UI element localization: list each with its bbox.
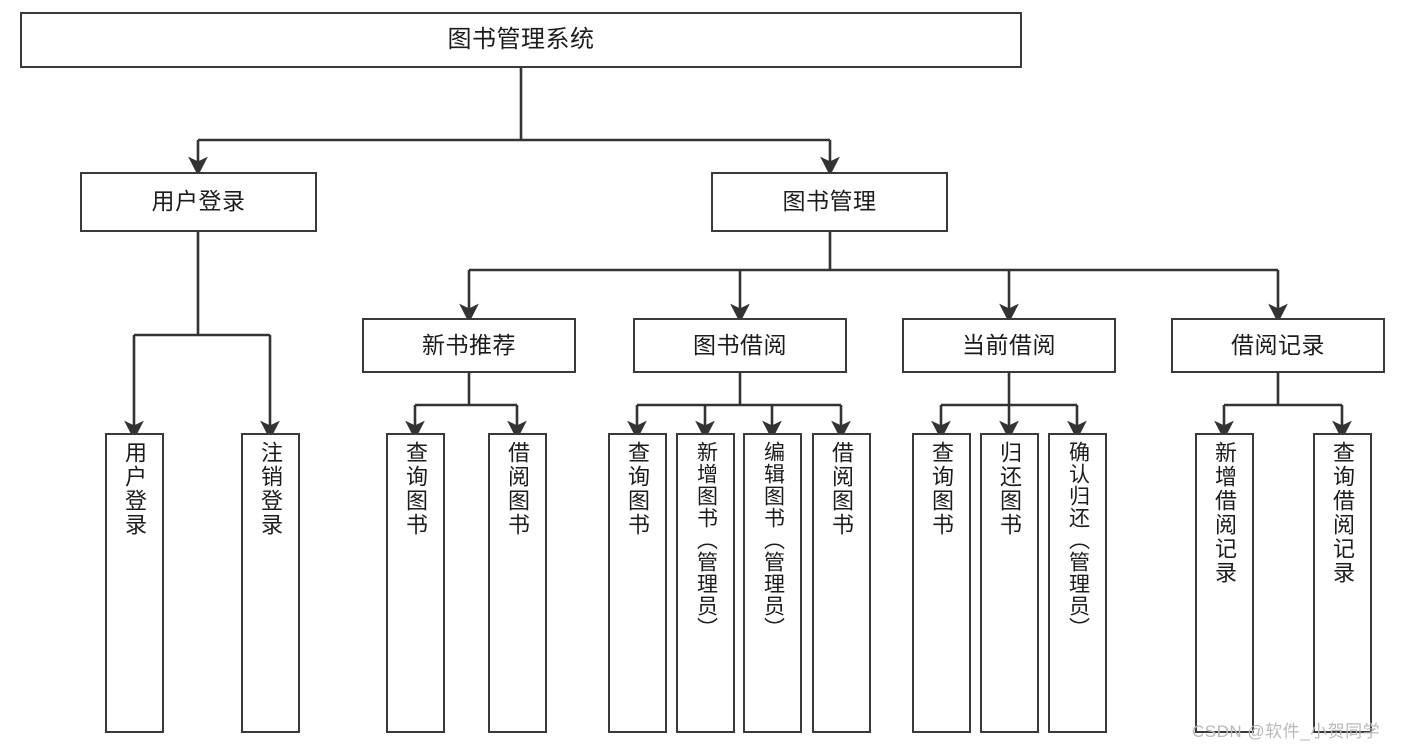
- node-label: 查询图书: [625, 441, 651, 537]
- leaf-current-return-book[interactable]: 归还图书: [980, 433, 1039, 733]
- node-book-management[interactable]: 图书管理: [711, 172, 948, 232]
- leaf-current-query-book[interactable]: 查询图书: [912, 433, 971, 733]
- node-label: 新增借阅记录: [1212, 441, 1238, 585]
- leaf-borrow-query-book[interactable]: 查询图书: [608, 433, 667, 733]
- leaf-records-add[interactable]: 新增借阅记录: [1195, 433, 1254, 733]
- node-label: 查询借阅记录: [1330, 441, 1356, 585]
- watermark: CSDN @软件_小贺同学: [1192, 722, 1381, 741]
- node-label: 编辑图书（管理员）: [761, 441, 785, 639]
- leaf-new-book-query[interactable]: 查询图书: [386, 433, 445, 733]
- node-label: 图书管理系统: [447, 25, 595, 53]
- node-borrow-records[interactable]: 借阅记录: [1171, 318, 1385, 373]
- node-label: 查询图书: [403, 441, 429, 537]
- node-root-system[interactable]: 图书管理系统: [20, 12, 1022, 68]
- leaf-records-query[interactable]: 查询借阅记录: [1313, 433, 1372, 733]
- node-label: 新书推荐: [422, 331, 516, 358]
- leaf-borrow-add-book[interactable]: 新增图书（管理员）: [676, 433, 735, 733]
- node-book-borrow[interactable]: 图书借阅: [633, 318, 847, 373]
- node-label: 借阅图书: [829, 441, 855, 537]
- node-label: 借阅图书: [505, 441, 531, 537]
- node-label: 新增图书（管理员）: [694, 441, 718, 639]
- node-label: 归还图书: [997, 441, 1023, 537]
- leaf-user-login[interactable]: 用户登录: [105, 433, 164, 733]
- node-label: 用户登录: [151, 188, 246, 215]
- node-label: 借阅记录: [1231, 331, 1325, 358]
- leaf-new-book-borrow[interactable]: 借阅图书: [488, 433, 547, 733]
- node-label: 注销登录: [258, 441, 284, 537]
- node-label: 确认归还（管理员）: [1066, 441, 1090, 639]
- node-label: 当前借阅: [962, 331, 1056, 358]
- node-new-book-recommend[interactable]: 新书推荐: [362, 318, 576, 373]
- node-label: 图书管理: [782, 188, 877, 215]
- node-label: 查询图书: [929, 441, 955, 537]
- node-current-borrow[interactable]: 当前借阅: [902, 318, 1116, 373]
- leaf-borrow-edit-book[interactable]: 编辑图书（管理员）: [743, 433, 802, 733]
- node-label: 用户登录: [122, 441, 148, 537]
- leaf-logout[interactable]: 注销登录: [241, 433, 300, 733]
- node-user-login[interactable]: 用户登录: [80, 172, 317, 232]
- node-label: 图书借阅: [693, 331, 787, 358]
- leaf-current-confirm-return[interactable]: 确认归还（管理员）: [1048, 433, 1107, 733]
- leaf-borrow-borrow-book[interactable]: 借阅图书: [812, 433, 871, 733]
